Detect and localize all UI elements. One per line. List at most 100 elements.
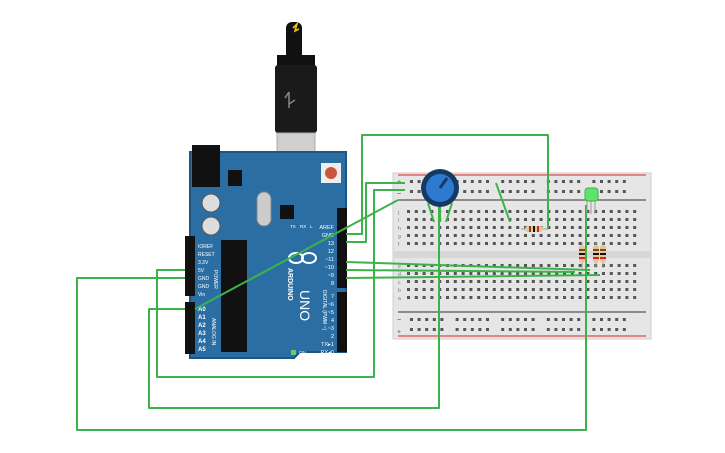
breadboard-hole[interactable] — [508, 180, 512, 183]
breadboard-hole[interactable] — [453, 218, 457, 221]
breadboard-hole[interactable] — [539, 234, 543, 237]
breadboard-hole[interactable] — [562, 180, 565, 183]
breadboard-hole[interactable] — [539, 288, 543, 291]
breadboard-hole[interactable] — [554, 180, 558, 183]
breadboard-hole[interactable] — [501, 328, 505, 331]
breadboard-hole[interactable] — [508, 190, 512, 193]
breadboard-hole[interactable] — [609, 242, 613, 245]
breadboard-hole[interactable] — [414, 280, 418, 283]
breadboard-hole[interactable] — [469, 218, 473, 221]
breadboard-hole[interactable] — [570, 264, 574, 267]
breadboard-hole[interactable] — [478, 328, 482, 331]
breadboard-hole[interactable] — [622, 180, 626, 183]
breadboard-hole[interactable] — [407, 288, 410, 291]
breadboard-hole[interactable] — [485, 210, 488, 213]
breadboard-hole[interactable] — [492, 264, 496, 267]
breadboard-hole[interactable] — [508, 264, 512, 267]
breadboard-hole[interactable] — [453, 242, 457, 245]
breadboard-hole[interactable] — [469, 226, 473, 229]
breadboard-hole[interactable] — [486, 318, 489, 321]
breadboard-hole[interactable] — [531, 190, 535, 193]
breadboard-hole[interactable] — [477, 288, 481, 291]
breadboard-hole[interactable] — [547, 288, 551, 291]
breadboard-hole[interactable] — [531, 318, 535, 321]
breadboard-hole[interactable] — [609, 272, 613, 275]
breadboard-hole[interactable] — [461, 234, 465, 237]
breadboard-hole[interactable] — [524, 318, 527, 321]
breadboard-hole[interactable] — [633, 226, 637, 229]
breadboard-hole[interactable] — [539, 272, 543, 275]
breadboard-hole[interactable] — [586, 288, 590, 291]
breadboard-hole[interactable] — [461, 226, 465, 229]
breadboard-hole[interactable] — [524, 242, 527, 245]
breadboard-hole[interactable] — [492, 234, 496, 237]
breadboard-hole[interactable] — [600, 180, 603, 183]
breadboard-hole[interactable] — [446, 288, 449, 291]
led-icon[interactable] — [584, 187, 599, 214]
breadboard-hole[interactable] — [524, 264, 527, 267]
breadboard-hole[interactable] — [570, 242, 574, 245]
breadboard-hole[interactable] — [422, 296, 426, 299]
breadboard-hole[interactable] — [554, 190, 558, 193]
breadboard-hole[interactable] — [617, 226, 621, 229]
breadboard-hole[interactable] — [563, 226, 566, 229]
breadboard-hole[interactable] — [477, 242, 481, 245]
breadboard-hole[interactable] — [594, 234, 598, 237]
breadboard-hole[interactable] — [463, 180, 467, 183]
breadboard-hole[interactable] — [609, 280, 613, 283]
breadboard-hole[interactable] — [531, 180, 535, 183]
breadboard-hole[interactable] — [524, 218, 527, 221]
breadboard-hole[interactable] — [477, 272, 481, 275]
breadboard-hole[interactable] — [569, 318, 573, 321]
breadboard-hole[interactable] — [524, 234, 527, 237]
breadboard-hole[interactable] — [594, 218, 598, 221]
breadboard-hole[interactable] — [531, 210, 535, 213]
breadboard-hole[interactable] — [446, 280, 449, 283]
breadboard-hole[interactable] — [594, 210, 598, 213]
breadboard-hole[interactable] — [625, 242, 629, 245]
breadboard-hole[interactable] — [617, 210, 621, 213]
breadboard-hole[interactable] — [516, 210, 520, 213]
breadboard-hole[interactable] — [607, 180, 611, 183]
breadboard-hole[interactable] — [516, 242, 520, 245]
breadboard-hole[interactable] — [492, 288, 496, 291]
breadboard-hole[interactable] — [500, 272, 504, 275]
breadboard-hole[interactable] — [539, 218, 543, 221]
breadboard-hole[interactable] — [633, 218, 637, 221]
breadboard-hole[interactable] — [586, 226, 590, 229]
breadboard-hole[interactable] — [555, 272, 559, 275]
breadboard-hole[interactable] — [463, 318, 467, 321]
breadboard-hole[interactable] — [477, 296, 481, 299]
breadboard-hole[interactable] — [578, 242, 582, 245]
breadboard-hole[interactable] — [617, 242, 621, 245]
breadboard-hole[interactable] — [570, 272, 574, 275]
wire[interactable] — [345, 269, 576, 273]
breadboard-hole[interactable] — [578, 234, 582, 237]
breadboard-hole[interactable] — [407, 280, 410, 283]
breadboard-hole[interactable] — [609, 218, 613, 221]
wire[interactable] — [495, 182, 511, 223]
breadboard-hole[interactable] — [555, 288, 559, 291]
breadboard-hole[interactable] — [486, 328, 489, 331]
breadboard-hole[interactable] — [485, 242, 488, 245]
breadboard-hole[interactable] — [592, 180, 596, 183]
breadboard-hole[interactable] — [555, 226, 559, 229]
breadboard-hole[interactable] — [531, 234, 535, 237]
breadboard-hole[interactable] — [625, 296, 629, 299]
breadboard-hole[interactable] — [446, 210, 449, 213]
breadboard-hole[interactable] — [633, 242, 637, 245]
breadboard-hole[interactable] — [617, 264, 621, 267]
breadboard-hole[interactable] — [578, 264, 582, 267]
breadboard-hole[interactable] — [516, 190, 520, 193]
breadboard-hole[interactable] — [500, 226, 504, 229]
breadboard-hole[interactable] — [586, 218, 590, 221]
breadboard-hole[interactable] — [430, 234, 434, 237]
breadboard-hole[interactable] — [414, 264, 418, 267]
breadboard-hole[interactable] — [539, 280, 543, 283]
breadboard-hole[interactable] — [555, 280, 559, 283]
breadboard-hole[interactable] — [478, 318, 482, 321]
breadboard-hole[interactable] — [432, 318, 436, 321]
breadboard-hole[interactable] — [440, 318, 444, 321]
breadboard-hole[interactable] — [622, 190, 626, 193]
breadboard-hole[interactable] — [633, 210, 637, 213]
